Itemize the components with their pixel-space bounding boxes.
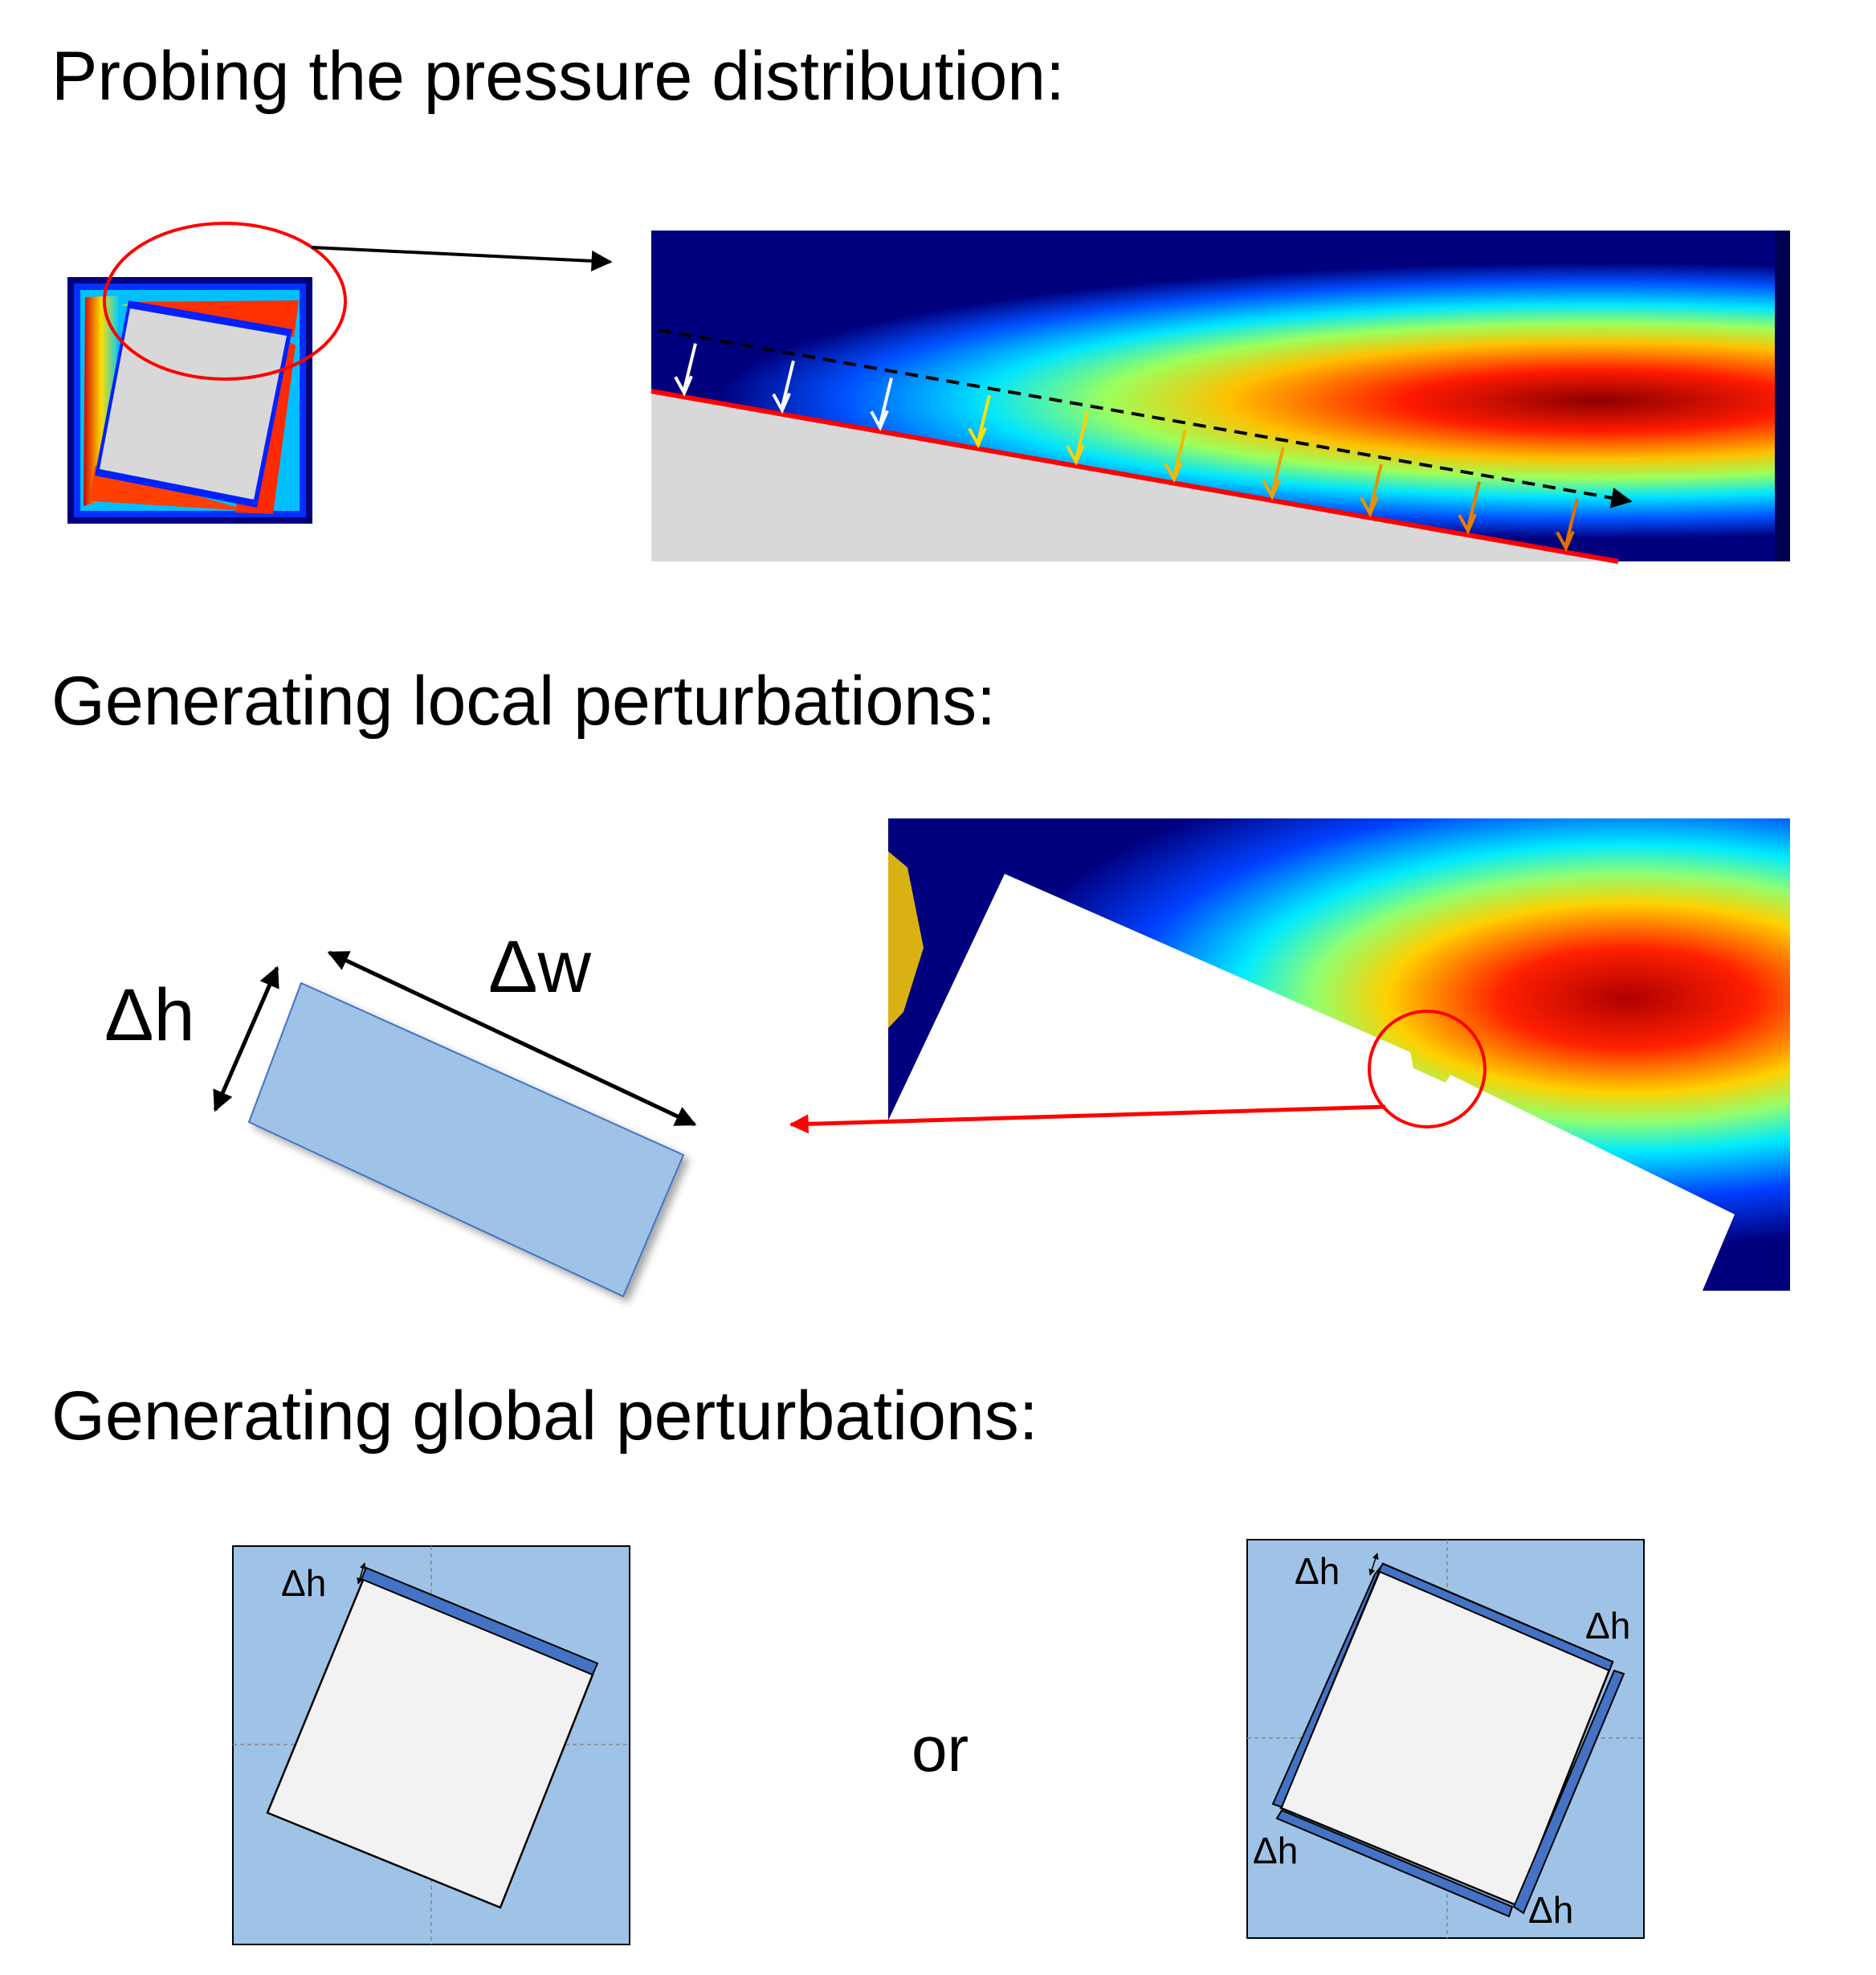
pressure-arrow-head	[1458, 513, 1477, 535]
pressure-arrow	[1466, 481, 1481, 528]
delta-h-arrow	[213, 965, 279, 1112]
section-title-global: Generating global perturbations:	[51, 1377, 1038, 1455]
zoom-region-circle	[103, 222, 347, 381]
pressure-arrow-head	[772, 392, 791, 414]
or-label: or	[911, 1713, 969, 1785]
delta-h-label-top: Δh	[1295, 1550, 1340, 1592]
perturbed-pressure-field	[888, 818, 1790, 1291]
pressure-arrow-head	[1066, 444, 1085, 466]
probe-path-arrow	[658, 328, 1633, 508]
delta-w-label: Δw	[488, 926, 591, 1008]
pressure-arrow	[683, 343, 697, 390]
pressure-arrow	[781, 360, 795, 408]
section-title-probing: Probing the pressure distribution:	[51, 38, 1066, 115]
pressure-arrow-head	[1360, 496, 1379, 518]
small-pressure-field	[67, 277, 312, 524]
pressure-arrow-group	[674, 343, 1579, 553]
pressure-arrow	[1270, 447, 1285, 494]
delta-h-label-right: Δh	[1585, 1605, 1630, 1647]
zoom-arrow	[311, 246, 613, 271]
zoomed-pressure-field	[650, 231, 1790, 564]
pressure-arrow	[1564, 498, 1579, 546]
pressure-arrow-head	[674, 375, 693, 397]
delta-w-arrow	[327, 950, 697, 1127]
pressure-arrow-head	[1164, 461, 1183, 484]
pressure-arrow	[1075, 412, 1089, 459]
pressure-arrow-head	[870, 410, 889, 431]
pressure-arrow-head	[1262, 479, 1281, 500]
local-perturbation-circle	[1368, 1010, 1487, 1128]
boundary-line	[650, 389, 1619, 564]
delta-h-label-bottom: Δh	[1528, 1889, 1573, 1931]
delta-h-label-single: Δh	[281, 1562, 326, 1604]
section-title-local: Generating local perturbations:	[51, 663, 997, 740]
delta-h-label: Δh	[104, 974, 195, 1056]
pressure-arrow-head	[1556, 530, 1575, 553]
global-all-sides-panel: Δh Δh Δh Δh	[1246, 1539, 1645, 1939]
pressure-arrow	[1368, 463, 1383, 512]
delta-h-label-left: Δh	[1253, 1830, 1298, 1871]
pressure-arrow	[1172, 429, 1187, 477]
pressure-arrow	[879, 377, 893, 425]
global-single-panel: Δh	[232, 1545, 630, 1945]
local-zoom-arrow	[789, 1104, 1386, 1134]
perturbation-block: Δh Δw	[104, 926, 697, 1298]
pressure-arrow	[977, 394, 991, 443]
pressure-arrow-head	[968, 426, 987, 449]
